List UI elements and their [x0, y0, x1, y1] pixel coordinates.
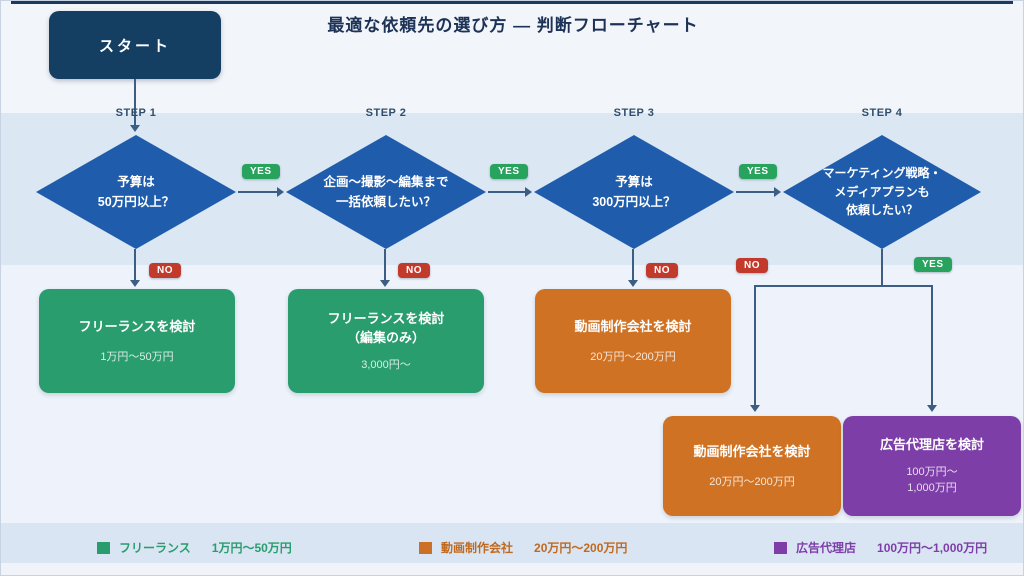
- result-title: フリーランスを検討: [78, 318, 196, 334]
- step-2-no-badge: NO: [398, 263, 430, 278]
- result-price: 20万円〜200万円: [590, 351, 676, 363]
- step-1-label: STEP 1: [115, 107, 157, 119]
- arrowhead-down-icon: [130, 125, 140, 132]
- result-production-box-2: 動画制作会社を検討 20万円〜200万円: [663, 416, 841, 516]
- result-agency-box: 広告代理店を検討 100万円〜 1,000万円: [843, 416, 1021, 516]
- legend-swatch-freelance: [97, 541, 110, 554]
- step3-no-arrow: [632, 249, 634, 282]
- step1-no-arrow: [134, 249, 136, 282]
- step4-drop-connector: [881, 249, 883, 286]
- page-title: 最適な依頼先の選び方 — 判断フローチャート: [327, 16, 699, 35]
- legend-item-freelance: フリーランス 1万円〜50万円: [97, 539, 292, 556]
- legend-name: 動画制作会社: [441, 541, 514, 555]
- result-title: フリーランスを検討 （編集のみ）: [328, 309, 445, 348]
- legend-swatch-agency: [774, 541, 787, 554]
- result-price: 1万円〜50万円: [100, 351, 174, 363]
- result-price: 100万円〜 1,000万円: [906, 464, 957, 497]
- result-freelance-box: フリーランスを検討 1万円〜50万円: [39, 289, 235, 393]
- legend-range: 100万円〜1,000万円: [877, 541, 988, 555]
- question-line: 予算は: [615, 175, 653, 189]
- question-line: 300万円以上？: [592, 195, 676, 209]
- arrowhead-right-icon: [525, 187, 532, 197]
- question-line: 予算は: [117, 175, 155, 189]
- background-band-legend: [1, 523, 1023, 563]
- step-2-label: STEP 2: [365, 107, 407, 119]
- question-line: 依頼したい？: [845, 203, 918, 218]
- step-4-yes-badge: YES: [914, 257, 952, 272]
- legend-item-agency: 広告代理店 100万円〜1,000万円: [774, 539, 987, 556]
- result-title: 動画制作会社を検討: [574, 318, 692, 334]
- question-line: 企画〜撮影〜編集まで: [323, 175, 449, 189]
- background-band-footer: [1, 563, 1023, 575]
- result-price-line: 1,000万円: [907, 482, 957, 495]
- step-3-no-badge: NO: [646, 263, 678, 278]
- result-price: 20万円〜200万円: [709, 476, 795, 488]
- step-1-yes-badge: YES: [242, 164, 280, 179]
- start-to-step1-connector: [134, 79, 136, 127]
- arrowhead-down-icon: [628, 280, 638, 287]
- result-title-line: （編集のみ）: [346, 330, 425, 346]
- question-line: マーケティング戦略・: [822, 166, 942, 181]
- arrowhead-right-icon: [774, 187, 781, 197]
- legend-name: フリーランス: [119, 541, 191, 555]
- result-freelance-edit-box: フリーランスを検討 （編集のみ） 3,000円〜: [288, 289, 484, 393]
- top-border-rule: [11, 1, 1013, 4]
- result-price-line: 100万円〜: [906, 465, 958, 478]
- arrowhead-right-icon: [277, 187, 284, 197]
- arrowhead-down-icon: [750, 405, 760, 412]
- legend-range: 20万円〜200万円: [534, 541, 628, 555]
- result-title: 動画制作会社を検討: [693, 443, 811, 459]
- question-line: メディアプランも: [834, 184, 930, 199]
- step3-yes-arrow: [736, 191, 775, 193]
- arrowhead-down-icon: [380, 280, 390, 287]
- start-node: スタート: [49, 11, 221, 79]
- result-title-line: フリーランスを検討: [327, 310, 445, 326]
- question-line: 50万円以上？: [97, 195, 175, 209]
- step4-no-arrow: [754, 285, 756, 407]
- legend-range: 1万円〜50万円: [211, 541, 292, 555]
- step1-yes-arrow: [238, 191, 278, 193]
- legend-item-production: 動画制作会社 20万円〜200万円: [419, 539, 627, 556]
- legend-name: 広告代理店: [796, 541, 857, 555]
- step-3-label: STEP 3: [613, 107, 655, 119]
- legend-swatch-production: [419, 541, 432, 554]
- start-node-label: スタート: [98, 37, 171, 55]
- question-line: 一括依頼したい？: [335, 195, 436, 209]
- arrowhead-down-icon: [927, 405, 937, 412]
- step-4-no-badge: NO: [736, 258, 768, 273]
- step-4-label: STEP 4: [861, 107, 903, 119]
- result-title: 広告代理店を検討: [879, 437, 984, 453]
- step-1-no-badge: NO: [149, 263, 181, 278]
- step-3-yes-badge: YES: [739, 164, 777, 179]
- step4-yes-arrow: [931, 285, 933, 407]
- result-price: 3,000円〜: [361, 358, 411, 371]
- step-2-yes-badge: YES: [490, 164, 528, 179]
- arrowhead-down-icon: [130, 280, 140, 287]
- step2-yes-arrow: [488, 191, 526, 193]
- step2-no-arrow: [384, 249, 386, 282]
- step4-branch-connector: [754, 285, 933, 287]
- result-production-box: 動画制作会社を検討 20万円〜200万円: [535, 289, 731, 393]
